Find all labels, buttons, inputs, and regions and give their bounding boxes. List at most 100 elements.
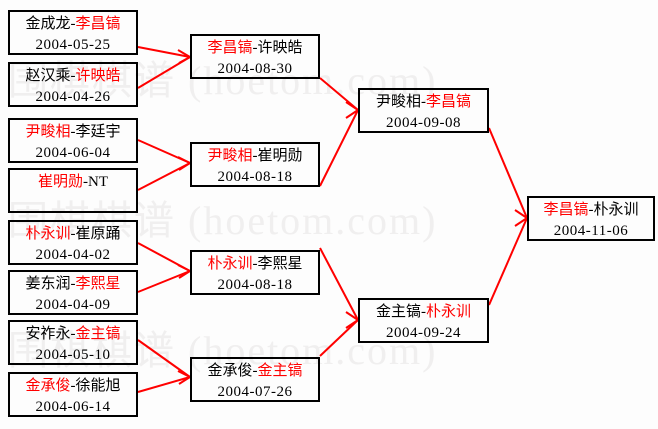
- player-left: 姜东润: [25, 276, 71, 292]
- player-left: 安祚永: [25, 326, 71, 342]
- player-separator: -: [70, 276, 76, 292]
- connector-r2m3-r3m2: [319, 247, 359, 321]
- match-players: 尹畯相-李昌镐: [360, 90, 487, 113]
- match-players: 安祚永-金主镐: [10, 322, 136, 345]
- player-left: 赵汉乘: [25, 68, 71, 84]
- player-left: 尹畯相: [375, 94, 421, 110]
- match-players: 李昌镐-朴永训: [529, 198, 653, 221]
- match-box-r2m3[interactable]: 朴永训-李熙星 2004-08-18: [190, 250, 320, 295]
- player-left: 尹畯相: [25, 124, 71, 140]
- player-left: 尹畯相: [207, 148, 253, 164]
- arrowhead-r2m1: [177, 49, 191, 64]
- player-right: 徐能旭: [75, 378, 121, 394]
- match-date: 2004-04-09: [35, 297, 111, 313]
- match-date: 2004-04-26: [35, 89, 111, 105]
- player-right: 许映皓: [75, 68, 121, 84]
- match-box-r2m1[interactable]: 李昌镐-许映皓 2004-08-30: [190, 34, 320, 79]
- match-players: 朴永训-李熙星: [192, 252, 318, 275]
- match-date: 2004-07-26: [217, 384, 293, 400]
- player-right: 崔明勋: [257, 148, 303, 164]
- match-players: 朴永训-崔原踊: [10, 222, 136, 245]
- player-right: 许映皓: [257, 40, 303, 56]
- match-players: 金主镐-朴永训: [360, 300, 487, 323]
- match-box-r3m2[interactable]: 金主镐-朴永训 2004-09-24: [358, 298, 489, 343]
- match-box-r1m3[interactable]: 尹畯相-李廷宇 2004-06-04: [8, 118, 138, 163]
- match-date: 2004-06-14: [35, 399, 111, 415]
- player-right: 李昌镐: [426, 94, 472, 110]
- match-box-r2m2[interactable]: 尹畯相-崔明勋 2004-08-18: [190, 142, 320, 187]
- player-right: 朴永训: [426, 304, 472, 320]
- player-right: 崔原踊: [75, 226, 121, 242]
- player-left: 金承俊: [25, 378, 71, 394]
- match-box-r1m6[interactable]: 姜东润-李熙星 2004-04-09: [8, 270, 138, 315]
- arrowhead-r3m2: [345, 311, 359, 329]
- player-separator: -: [421, 304, 426, 320]
- match-date: 2004-04-02: [35, 247, 111, 263]
- player-separator: -: [588, 202, 594, 218]
- match-date: 2004-09-24: [386, 325, 461, 341]
- player-separator: -: [252, 256, 258, 272]
- match-box-r2m4[interactable]: 金承俊-金主镐 2004-07-26: [190, 357, 320, 402]
- player-left: 金成龙: [25, 16, 71, 32]
- match-players: 尹畯相-李廷宇: [10, 120, 136, 143]
- player-separator: -: [70, 16, 76, 32]
- match-box-r1m1[interactable]: 金成龙-李昌镐 2004-05-25: [8, 10, 138, 55]
- connector-r3m1-r4m1: [488, 127, 528, 219]
- player-right: 李熙星: [257, 256, 303, 272]
- match-box-r1m4[interactable]: 崔明勋-NT: [8, 168, 138, 213]
- player-separator: -: [252, 148, 258, 164]
- player-left: 金承俊: [207, 363, 253, 379]
- player-separator: -: [421, 94, 426, 110]
- arrowhead-r2m4: [177, 370, 191, 385]
- arrowhead-r2m3: [177, 264, 191, 279]
- connector-r1m8-r2m4: [137, 376, 191, 393]
- match-players: 金承俊-金主镐: [192, 359, 318, 382]
- connector-r1m1-r2m1: [137, 46, 191, 58]
- player-right: 金主镐: [75, 326, 121, 342]
- player-right: NT: [88, 174, 108, 190]
- match-date: 2004-09-08: [386, 115, 461, 131]
- player-left: 朴永训: [25, 226, 71, 242]
- player-separator: -: [70, 226, 76, 242]
- player-separator: -: [252, 40, 258, 56]
- player-separator: -: [70, 378, 76, 394]
- player-separator: -: [252, 363, 258, 379]
- match-date: 2004-08-18: [217, 169, 293, 185]
- match-players: 姜东润-李熙星: [10, 272, 136, 295]
- arrowhead-r3m1: [345, 101, 359, 119]
- match-date: 2004-11-06: [553, 223, 629, 239]
- match-box-r1m7[interactable]: 安祚永-金主镐 2004-05-10: [8, 320, 138, 365]
- match-box-r3m1[interactable]: 尹畯相-李昌镐 2004-09-08: [358, 88, 489, 133]
- match-box-r1m2[interactable]: 赵汉乘-许映皓 2004-04-26: [8, 62, 138, 107]
- connector-r3m2-r4m1: [488, 217, 528, 306]
- arrowhead-r4m1: [514, 209, 528, 227]
- match-date: 2004-06-04: [35, 145, 111, 161]
- match-box-final[interactable]: 李昌镐-朴永训 2004-11-06: [527, 196, 655, 241]
- player-separator: -: [70, 124, 76, 140]
- match-players: 李昌镐-许映皓: [192, 36, 318, 59]
- player-left: 金主镐: [375, 304, 421, 320]
- player-right: 李昌镐: [75, 16, 121, 32]
- match-date: 2004-05-10: [35, 347, 111, 363]
- match-box-r1m5[interactable]: 朴永训-崔原踊 2004-04-02: [8, 220, 138, 265]
- player-separator: -: [70, 68, 76, 84]
- match-players: 金成龙-李昌镐: [10, 12, 136, 35]
- player-left: 李昌镐: [207, 40, 253, 56]
- match-box-r1m8[interactable]: 金承俊-徐能旭 2004-06-14: [8, 372, 138, 417]
- match-players: 赵汉乘-许映皓: [10, 64, 136, 87]
- player-left: 朴永训: [207, 256, 253, 272]
- player-separator: -: [70, 326, 76, 342]
- connector-r2m2-r3m1: [319, 109, 359, 187]
- arrowhead-r2m2: [177, 156, 191, 171]
- connector-r1m7-r2m4: [137, 339, 191, 378]
- match-date: 2004-08-30: [217, 61, 293, 77]
- player-left: 崔明勋: [37, 174, 83, 190]
- player-right: 朴永训: [593, 202, 639, 218]
- connector-r2m4-r3m2: [319, 319, 359, 357]
- connector-r1m6-r2m3: [137, 270, 191, 293]
- player-right: 李熙星: [75, 276, 121, 292]
- match-date: 2004-08-18: [217, 277, 293, 293]
- player-right: 李廷宇: [75, 124, 121, 140]
- player-separator: -: [83, 174, 88, 190]
